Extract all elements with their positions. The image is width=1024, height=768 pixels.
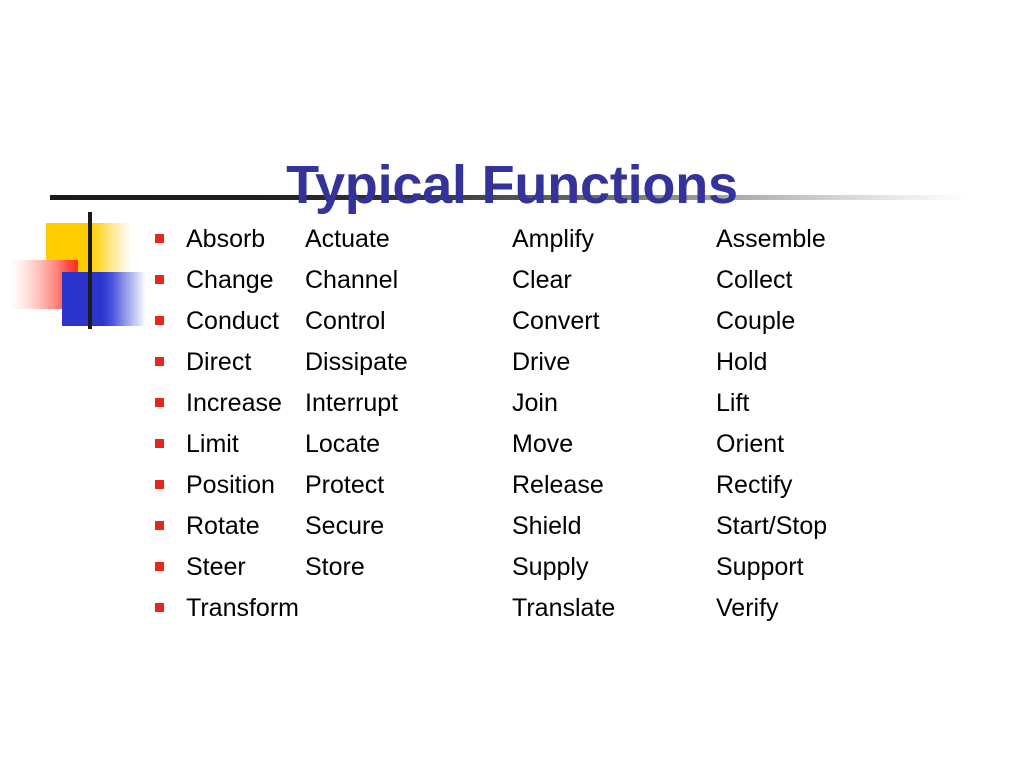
- bullet-square-icon: [155, 316, 164, 325]
- function-label: Actuate: [305, 225, 390, 253]
- function-label: Join: [512, 389, 558, 417]
- function-label: Store: [305, 553, 365, 581]
- function-label: Orient: [716, 430, 785, 458]
- list-item: Limit Locate Move Orient: [0, 427, 1024, 468]
- function-label: Direct: [186, 348, 252, 376]
- function-label: Translate: [512, 594, 616, 622]
- page-title: Typical Functions: [286, 155, 738, 216]
- bullet-square-icon: [155, 357, 164, 366]
- function-label: Hold: [716, 348, 768, 376]
- function-label: Assemble: [716, 225, 826, 253]
- bullet-square-icon: [155, 439, 164, 448]
- bullet-square-icon: [155, 234, 164, 243]
- function-label: Verify: [716, 594, 779, 622]
- function-label: Dissipate: [305, 348, 408, 376]
- function-label: Lift: [716, 389, 750, 417]
- function-label: Increase: [186, 389, 282, 417]
- function-label: Collect: [716, 266, 793, 294]
- bullet-square-icon: [155, 521, 164, 530]
- function-label: Supply: [512, 553, 589, 581]
- function-label: Drive: [512, 348, 571, 376]
- function-label: Transform: [186, 594, 299, 622]
- function-label: Rectify: [716, 471, 793, 499]
- function-label: Start/Stop: [716, 512, 828, 540]
- function-label: Channel: [305, 266, 399, 294]
- function-label: Locate: [305, 430, 381, 458]
- function-label: Interrupt: [305, 389, 399, 417]
- function-label: Support: [716, 553, 804, 581]
- decorative-logo: [0, 100, 340, 329]
- list-item: Rotate Secure Shield Start/Stop: [0, 509, 1024, 550]
- function-label: Absorb: [186, 225, 266, 253]
- function-label: Position: [186, 471, 275, 499]
- function-label: Move: [512, 430, 574, 458]
- list-item: Conduct Control Convert Couple: [0, 304, 1024, 345]
- list-item: Direct Dissipate Drive Hold: [0, 345, 1024, 386]
- function-label: Shield: [512, 512, 582, 540]
- function-label: Steer: [186, 553, 246, 581]
- list-item: Absorb Actuate Amplify Assemble: [0, 222, 1024, 263]
- bullet-square-icon: [155, 480, 164, 489]
- list-item: Position Protect Release Rectify: [0, 468, 1024, 509]
- vertical-rule: [88, 212, 92, 329]
- bullet-square-icon: [155, 562, 164, 571]
- blue-square-shape: [62, 272, 146, 326]
- function-label: Secure: [305, 512, 385, 540]
- horizontal-rule: [50, 195, 970, 200]
- function-label: Clear: [512, 266, 572, 294]
- function-label: Amplify: [512, 225, 594, 253]
- function-label: Convert: [512, 307, 600, 335]
- function-label: Change: [186, 266, 274, 294]
- list-item: Increase Interrupt Join Lift: [0, 386, 1024, 427]
- function-label: Control: [305, 307, 386, 335]
- list-item: Steer Store Supply Support: [0, 550, 1024, 591]
- function-label: Limit: [186, 430, 239, 458]
- function-label: Release: [512, 471, 604, 499]
- function-label: Conduct: [186, 307, 280, 335]
- function-label: Couple: [716, 307, 796, 335]
- bullet-square-icon: [155, 398, 164, 407]
- list-item: Transform Translate Verify: [0, 591, 1024, 632]
- function-label: Protect: [305, 471, 385, 499]
- function-label: Rotate: [186, 512, 260, 540]
- bullet-square-icon: [155, 603, 164, 612]
- list-item: Change Channel Clear Collect: [0, 263, 1024, 304]
- bullet-square-icon: [155, 275, 164, 284]
